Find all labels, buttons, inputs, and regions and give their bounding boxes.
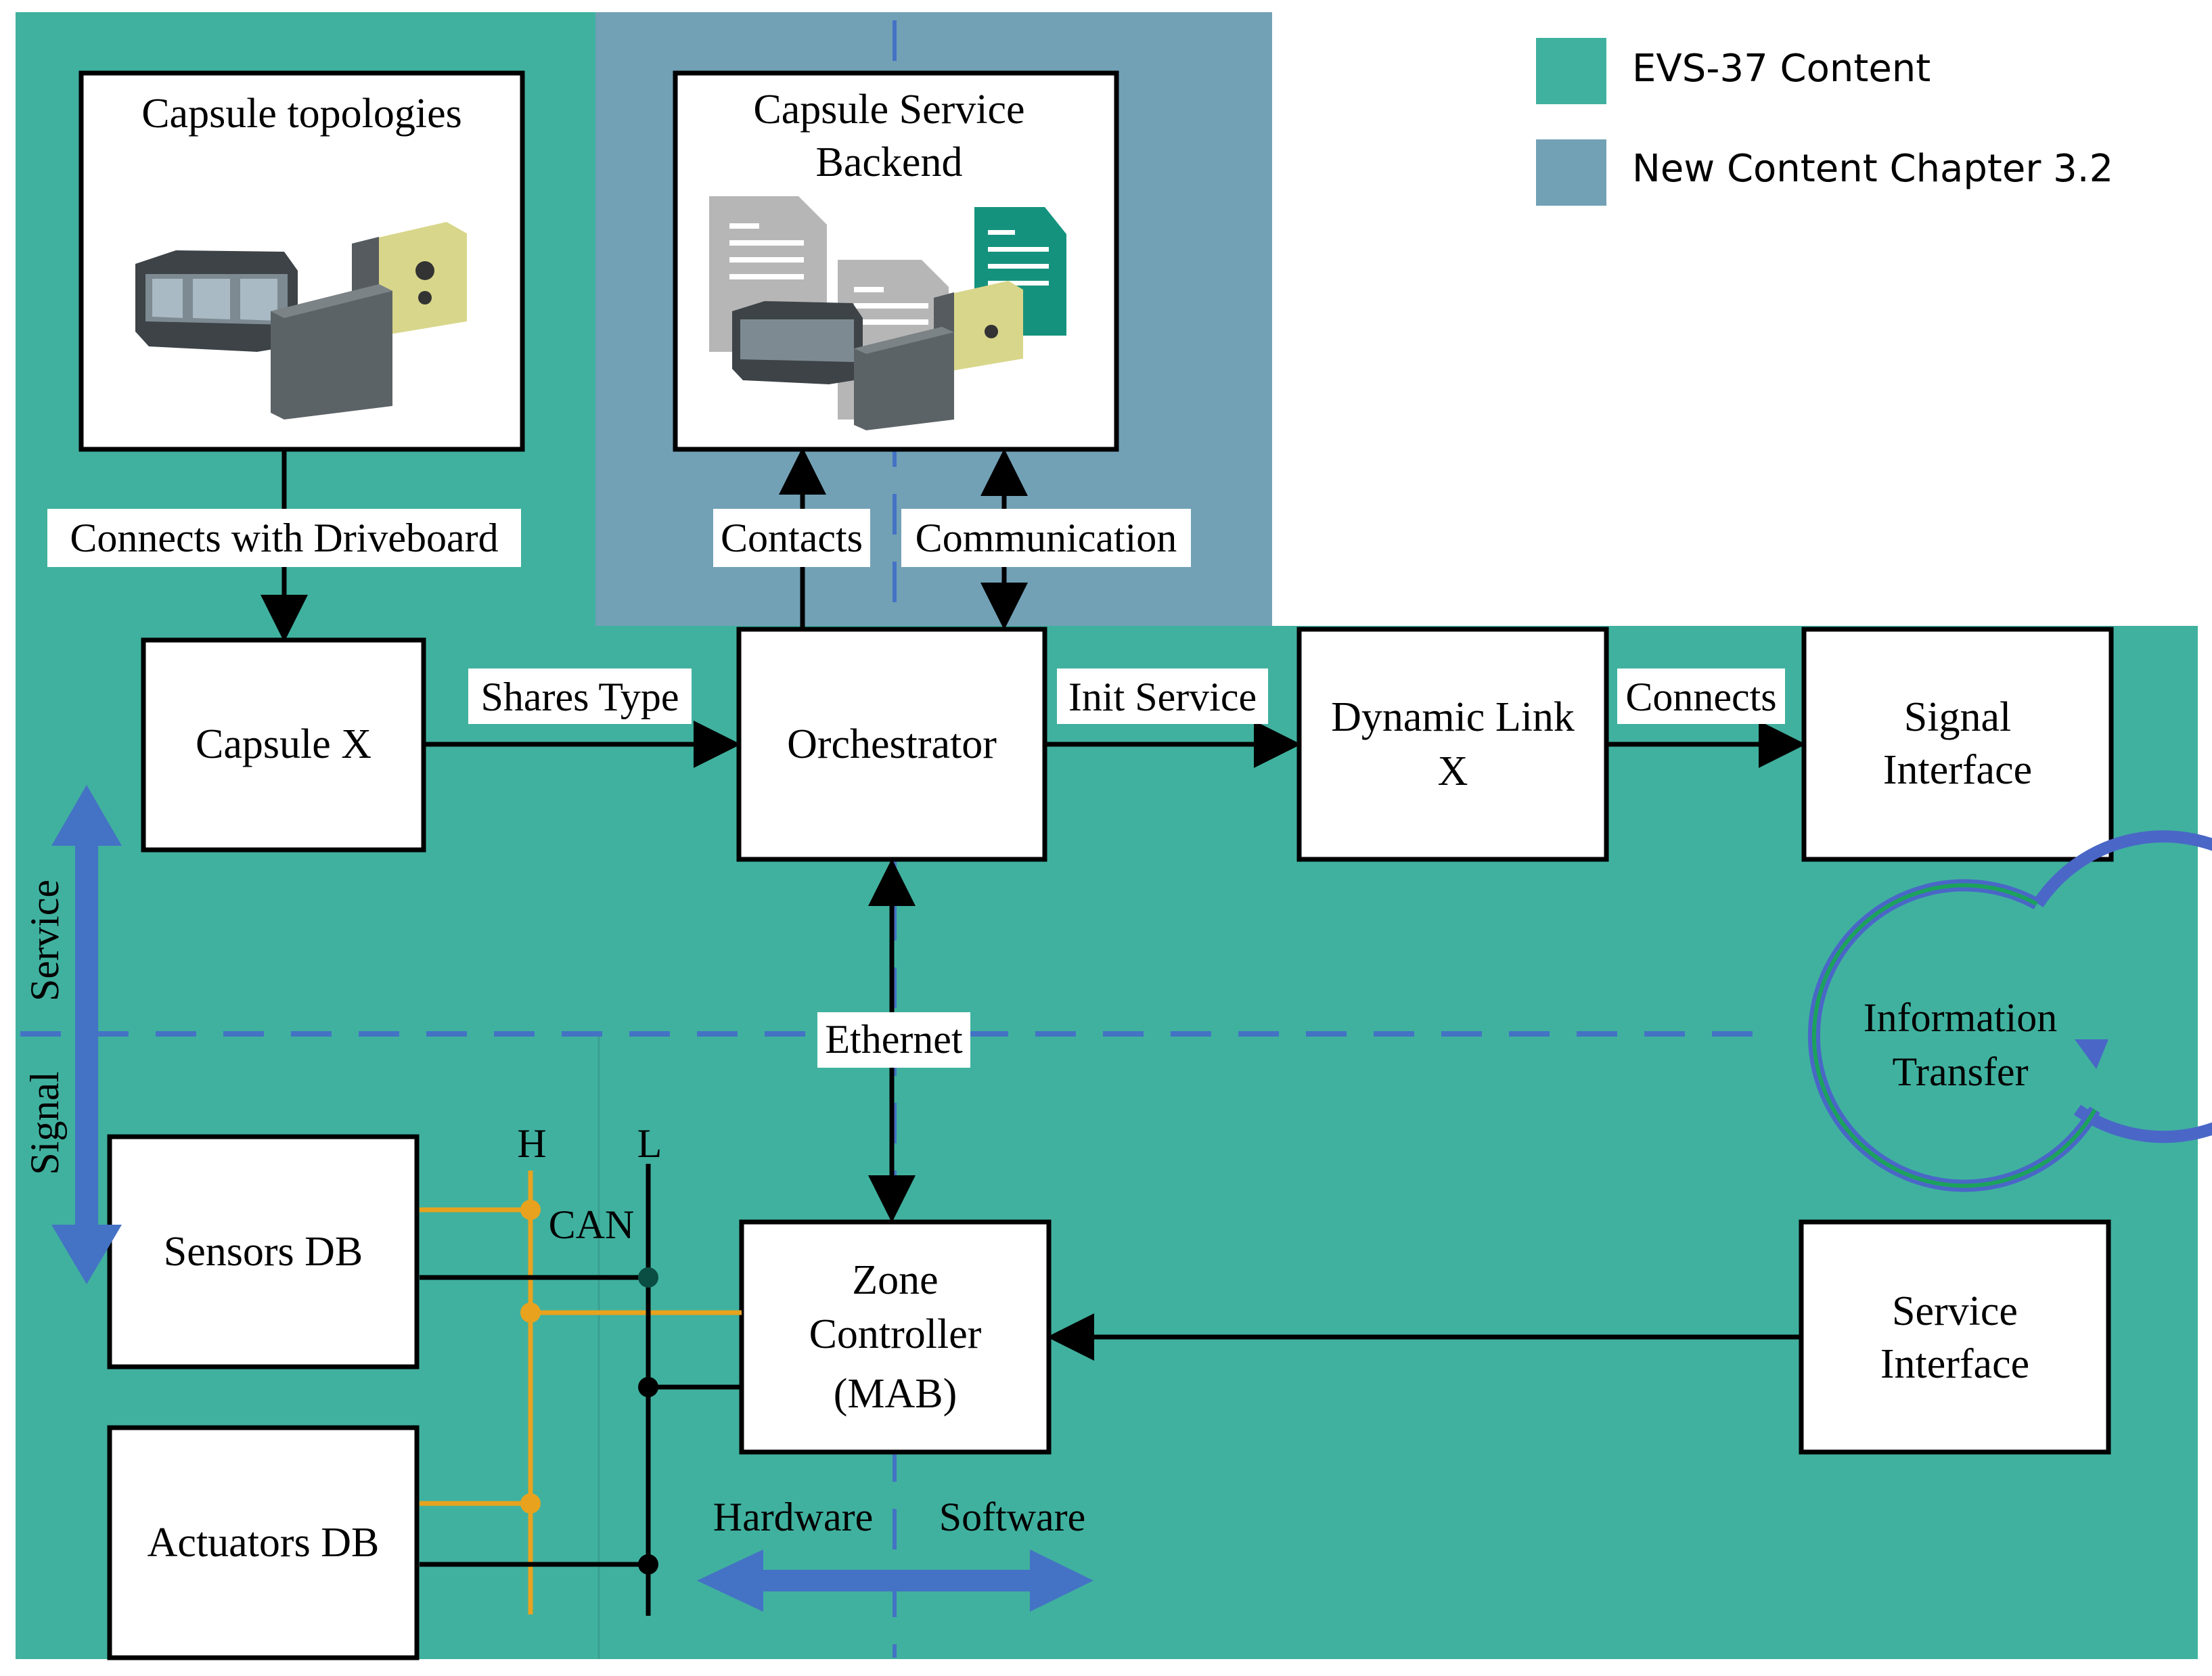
capsule-illustration-small — [732, 281, 1023, 430]
signal-interface-box: Signal Interface — [1801, 627, 2114, 862]
can-h-label: H — [517, 1121, 546, 1166]
cycle-label-line1: Information — [1864, 995, 2058, 1040]
label-connects-driveboard: Connects with Driveboard — [70, 516, 498, 560]
axis-signal-label: Signal — [22, 1071, 67, 1175]
dynamic-link-label-line1: Dynamic Link — [1331, 694, 1575, 740]
capsule-x-box: Capsule X — [141, 637, 426, 853]
zone-controller-label-line1: Zone — [852, 1257, 938, 1303]
signal-interface-label-line2: Interface — [1883, 747, 2032, 793]
service-interface-box: Service Interface — [1799, 1219, 2111, 1455]
zone-controller-label-line3: (MAB) — [834, 1371, 957, 1417]
label-communication: Communication — [916, 516, 1177, 560]
sensors-db-label: Sensors DB — [164, 1229, 363, 1275]
information-transfer-cycle: Information Transfer — [1807, 830, 2212, 1192]
legend-swatch-evs — [1536, 38, 1606, 104]
label-ethernet: Ethernet — [825, 1017, 963, 1062]
legend: EVS-37 Content New Content Chapter 3.2 — [1536, 38, 2113, 206]
can-label: CAN — [549, 1202, 635, 1247]
backend-title-line2: Backend — [816, 139, 963, 185]
edge-labels: Connects with Driveboard Contacts Commun… — [47, 509, 1785, 1068]
axis-service-label: Service — [22, 880, 67, 1001]
service-signal-axis-arrow: Service Signal — [22, 785, 122, 1284]
orchestrator-label: Orchestrator — [787, 721, 997, 767]
legend-label-new: New Content Chapter 3.2 — [1632, 147, 2113, 191]
actuators-db-box: Actuators DB — [107, 1425, 420, 1660]
label-contacts: Contacts — [721, 516, 863, 560]
service-interface-label-line2: Interface — [1880, 1341, 2029, 1387]
zone-controller-label-line2: Controller — [809, 1311, 982, 1357]
capsule-topologies-title: Capsule topologies — [141, 91, 462, 137]
capsule-topologies-box: Capsule topologies — [78, 70, 525, 452]
cycle-label-line2: Transfer — [1892, 1049, 2028, 1094]
backend-title-line1: Capsule Service — [753, 87, 1024, 133]
capsule-illustration — [135, 222, 467, 420]
capsule-service-backend-box: Capsule Service Backend — [673, 70, 1119, 452]
label-init-service: Init Service — [1068, 675, 1257, 719]
legend-swatch-new — [1536, 139, 1606, 206]
actuators-db-label: Actuators DB — [148, 1520, 380, 1566]
sensors-db-box: Sensors DB — [107, 1134, 420, 1369]
label-shares-type: Shares Type — [481, 675, 679, 719]
can-bus: H L CAN — [420, 1121, 742, 1616]
hardware-software-axis-arrow: Hardware Software — [697, 1495, 1093, 1612]
label-connects: Connects — [1625, 675, 1776, 719]
zone-controller-box: Zone Controller (MAB) — [739, 1219, 1052, 1455]
axis-software-label: Software — [939, 1495, 1086, 1539]
axis-hardware-label: Hardware — [713, 1495, 874, 1539]
service-interface-label-line1: Service — [1892, 1288, 2018, 1334]
dynamic-link-box: Dynamic Link X — [1296, 627, 1609, 862]
can-l-label: L — [637, 1121, 662, 1166]
dynamic-link-label-line2: X — [1438, 748, 1468, 794]
orchestrator-box: Orchestrator — [736, 627, 1047, 862]
signal-interface-label-line1: Signal — [1904, 694, 2011, 740]
capsule-x-label: Capsule X — [196, 721, 371, 767]
legend-label-evs: EVS-37 Content — [1632, 47, 1931, 91]
